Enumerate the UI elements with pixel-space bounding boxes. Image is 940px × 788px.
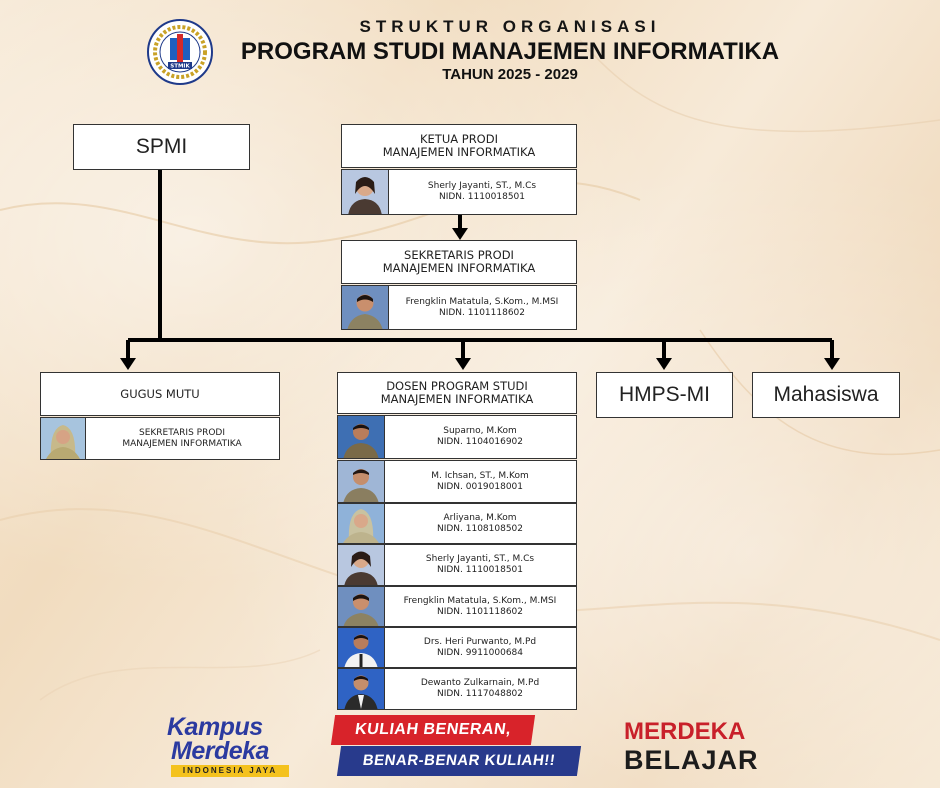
title-tahun: TAHUN 2025 - 2029 [442,66,578,83]
avatar [338,587,385,626]
merdeka-text: Merdeka [171,737,269,765]
avatar [342,170,389,214]
avatar [338,628,385,667]
person-nidn: NIDN. 1117048802 [436,689,524,699]
person-nidn: NIDN. 1108108502 [436,523,524,534]
dosen-title-2: MANAJEMEN INFORMATIKA [380,392,534,406]
title-struktur: STRUKTUR ORGANISASI [359,17,661,36]
belajar-word: BELAJAR [624,745,759,775]
mahasiswa-label: Mahasiswa [773,383,879,406]
person-name: Suparno, M.Kom [443,426,517,436]
gugus-mutu-node: GUGUS MUTU [40,372,280,416]
hmps-mi-node: HMPS-MI [596,372,733,418]
merdeka-word: MERDEKA [624,718,746,745]
spmi-node: SPMI [73,124,250,170]
header: STMIK STRUKTUR ORGANISASI PROGRAM STUDI … [0,0,940,95]
sekretaris-prodi-node: SEKRETARIS PRODI MANAJEMEN INFORMATIKA [341,240,577,284]
sekretaris-title-2: MANAJEMEN INFORMATIKA [382,261,536,275]
title-program-studi: PROGRAM STUDI MANAJEMEN INFORMATIKA [240,38,780,65]
ketua-prodi-node: KETUA PRODI MANAJEMEN INFORMATIKA [341,124,577,168]
gugus-mutu-label: GUGUS MUTU [120,386,200,401]
benar-benar-kuliah-text: BENAR-BENAR KULIAH!! [336,746,582,776]
kuliah-beneran-banner: KULIAH BENERAN, BENAR-BENAR KULIAH!! [330,715,583,777]
mahasiswa-node: Mahasiswa [752,372,900,418]
spmi-label: SPMI [135,135,188,158]
hmps-mi-label: HMPS-MI [619,383,710,406]
person-name: Dewanto Zulkarnain, M.Pd [420,678,540,688]
person-name: Frengklin Matatula, S.Kom., M.MSI [403,595,557,606]
avatar [41,418,86,459]
avatar [338,545,385,585]
person-name: M. Ichsan, ST., M.Kom [431,470,529,481]
dosen-title-1: DOSEN PROGRAM STUDI [386,379,528,393]
person-name: Sherly Jayanti, ST., M.Cs [427,181,537,191]
person-nidn: NIDN. 0019018001 [436,481,524,492]
person-nidn: NIDN. 1110018501 [436,565,524,575]
person-name: Sherly Jayanti, ST., M.Cs [425,554,535,564]
gugus-person-line-1: SEKRETARIS PRODI [138,427,226,438]
ketua-person-card: Sherly Jayanti, ST., M.Cs NIDN. 11100185… [341,169,577,215]
gugus-person-card: SEKRETARIS PRODI MANAJEMEN INFORMATIKA [40,417,280,460]
sekretaris-title-1: SEKRETARIS PRODI [404,248,514,262]
merdeka-belajar-logo: MERDEKA BELAJAR [624,718,758,778]
gugus-person-line-2: MANAJEMEN INFORMATIKA [122,438,242,449]
person-nidn: NIDN. 1110018501 [438,192,526,202]
indonesia-jaya-text: INDONESIA JAYA [171,765,289,777]
person-name: Arliyana, M.Kom [443,512,517,523]
sekretaris-person-card: Frengklin Matatula, S.Kom., M.MSI NIDN. … [341,285,577,330]
person-nidn: NIDN. 1101118602 [438,307,526,318]
avatar [338,669,385,709]
dosen-node: DOSEN PROGRAM STUDI MANAJEMEN INFORMATIK… [337,372,577,414]
person-name: Frengklin Matatula, S.Kom., M.MSI [405,296,559,307]
kampus-text: Kampus [167,713,263,741]
avatar [338,416,385,458]
avatar [338,504,385,543]
person-nidn: NIDN. 9911000684 [436,647,524,658]
kuliah-beneran-text: KULIAH BENERAN, [330,715,536,745]
person-nidn: NIDN. 1104016902 [436,437,524,447]
person-nidn: NIDN. 1101118602 [436,606,524,617]
stmik-logo-icon: STMIK [147,19,213,85]
avatar [338,461,385,502]
svg-text:STMIK: STMIK [170,64,190,70]
person-name: Drs. Heri Purwanto, M.Pd [423,636,537,647]
avatar [342,286,389,329]
kampus-merdeka-logo: Kampus Merdeka INDONESIA JAYA [167,713,297,777]
ketua-title-1: KETUA PRODI [419,132,498,146]
ketua-title-2: MANAJEMEN INFORMATIKA [382,145,536,159]
